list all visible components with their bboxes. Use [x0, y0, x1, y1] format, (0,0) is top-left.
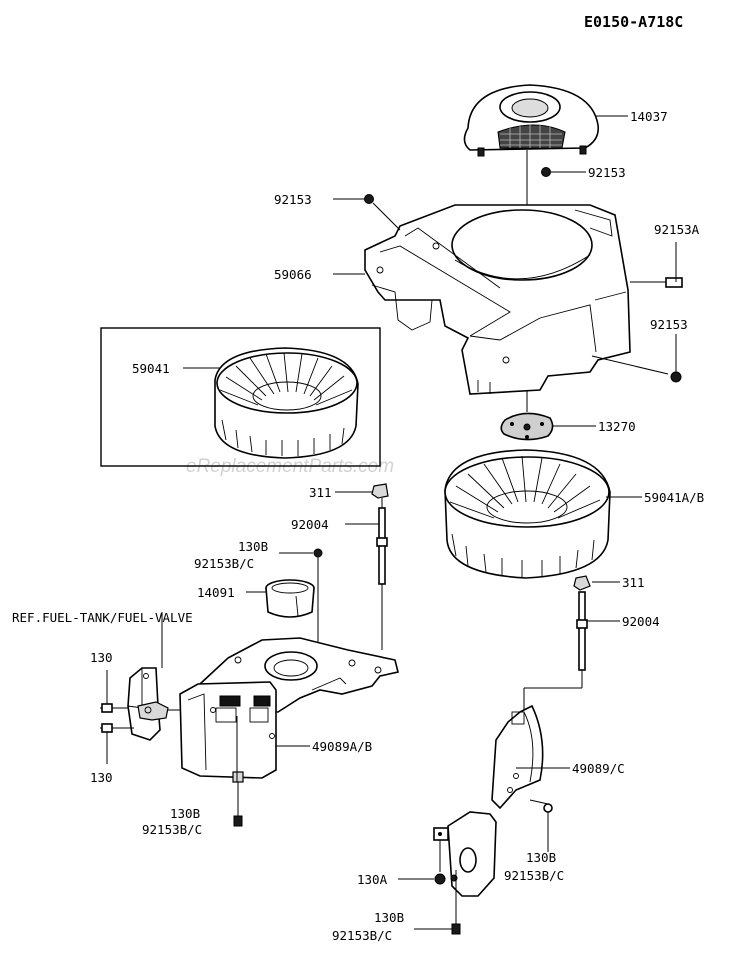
nut-311-lower-part	[573, 575, 591, 591]
screw-130-bottom-part	[100, 723, 134, 764]
label-92153-top-right: 92153	[588, 165, 626, 180]
label-14037: 14037	[630, 109, 668, 124]
nut-311-upper-part	[371, 483, 389, 499]
label-92004-left: 92004	[291, 517, 329, 532]
bolt-92153-left-part	[364, 194, 374, 204]
label-59041AB: 59041A/B	[644, 490, 704, 505]
fan-59041AB-part	[444, 449, 611, 579]
screen-14037-part	[463, 84, 600, 157]
cup-14091-part	[265, 579, 315, 618]
label-92004-right: 92004	[622, 614, 660, 629]
label-59066: 59066	[274, 267, 312, 282]
label-311-lower: 311	[622, 575, 645, 590]
bolt-92153-right-part	[591, 334, 682, 383]
label-ref-fuel-tank-valve: REF.FUEL-TANK/FUEL-VALVE	[12, 610, 193, 625]
shroud-59066-part	[364, 204, 631, 395]
label-13270: 13270	[598, 419, 636, 434]
label-49089C: 49089/C	[572, 761, 625, 776]
label-92153BC-a: 92153B/C	[194, 556, 254, 571]
stud-92004-left-part	[376, 498, 388, 650]
bolt-92153-top-part	[541, 167, 551, 177]
bolt-130B-right-part	[529, 799, 553, 852]
label-130B-a: 130B	[238, 539, 268, 554]
label-130B-b: 130B	[170, 806, 200, 821]
screw-130-top-part	[100, 670, 128, 713]
label-130-top: 130	[90, 650, 113, 665]
label-92153BC-d: 92153B/C	[332, 928, 392, 943]
label-130-bottom: 130	[90, 770, 113, 785]
label-92153BC-c: 92153B/C	[504, 868, 564, 883]
label-130A: 130A	[357, 872, 388, 887]
label-311-upper: 311	[309, 485, 332, 500]
plate-13270-part	[500, 412, 554, 441]
fuel-valve-bracket-part	[127, 667, 169, 741]
label-92153-left: 92153	[274, 192, 312, 207]
bolt-130B-upper-part	[313, 548, 323, 558]
bolt-92153A-part	[640, 242, 683, 288]
label-92153-right: 92153	[650, 317, 688, 332]
option-box-59041	[100, 327, 381, 467]
label-59041: 59041	[132, 361, 170, 376]
label-130B-c: 130B	[526, 850, 556, 865]
stud-92004-right-part	[523, 591, 588, 712]
baffle-49089C-part	[433, 704, 544, 897]
label-130B-d: 130B	[374, 910, 404, 925]
diagram-code: E0150-A718C	[584, 13, 683, 31]
fan-59041-part	[214, 347, 359, 459]
label-92153BC-b: 92153B/C	[142, 822, 202, 837]
label-49089AB: 49089A/B	[312, 739, 372, 754]
bolt-130B-lower-left-part	[233, 782, 243, 827]
baffle-49089AB-part	[179, 637, 399, 783]
label-92153A: 92153A	[654, 222, 700, 237]
label-14091: 14091	[197, 585, 235, 600]
